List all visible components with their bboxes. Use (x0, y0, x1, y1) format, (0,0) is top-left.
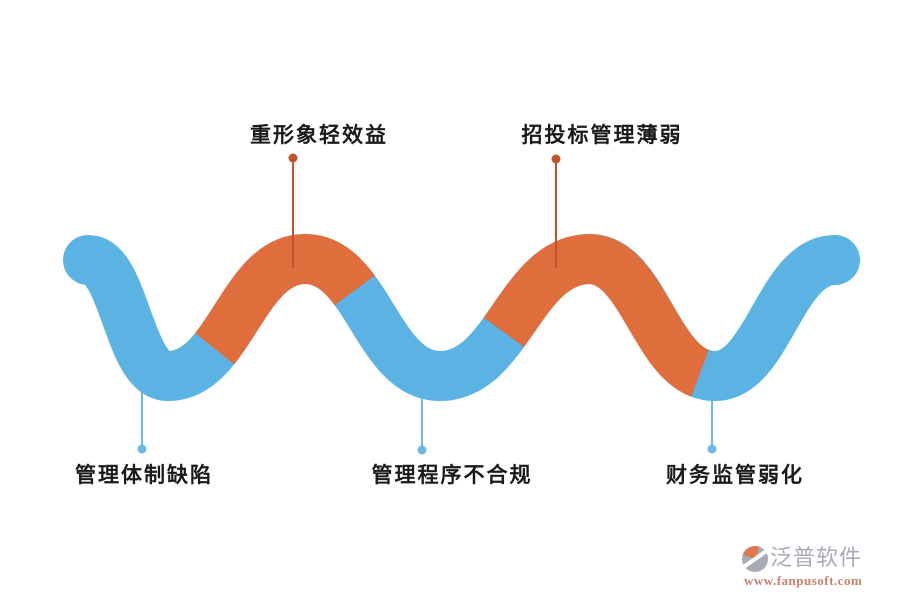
fanpu-logo-icon (742, 546, 768, 572)
top-leaders (288, 153, 561, 268)
label-bottom-1: 管理体制缺陷 (75, 463, 213, 487)
label-top-2: 招投标管理薄弱 (521, 123, 683, 147)
leader-dot-bottom-2 (417, 445, 427, 455)
leader-dot-bottom-3 (707, 444, 717, 454)
label-top-1: 重形象轻效益 (250, 123, 388, 147)
bottom-leaders (137, 388, 717, 455)
brand-url: www.fanpusoft.com (744, 573, 863, 588)
fanpu-watermark: 泛普软件 www.fanpusoft.com (742, 546, 892, 594)
label-bottom-3: 财务监管弱化 (666, 463, 804, 487)
logo-wedge (742, 546, 760, 559)
wave-ribbon-blue (63, 233, 860, 402)
leader-dot-top-1 (288, 153, 298, 163)
label-bottom-2: 管理程序不合规 (371, 463, 533, 487)
logo-slash (742, 548, 768, 570)
leader-dot-bottom-1 (137, 444, 147, 454)
brand-name: 泛普软件 (770, 546, 863, 571)
leader-dot-top-2 (551, 154, 561, 164)
